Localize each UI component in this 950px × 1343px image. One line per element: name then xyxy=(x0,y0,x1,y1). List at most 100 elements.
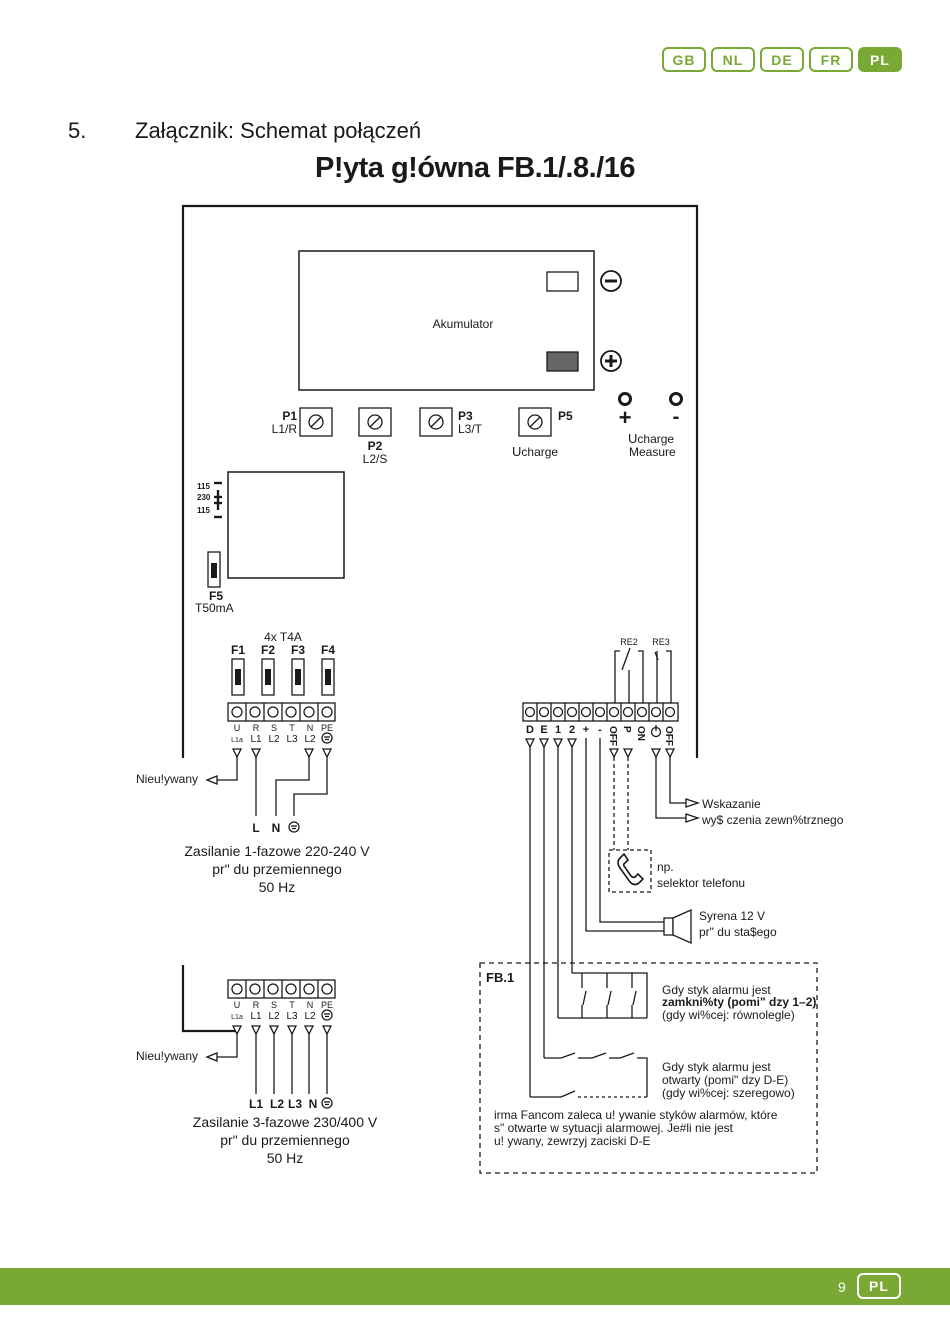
ground-icon xyxy=(321,1009,333,1021)
fb1-label: FB.1 xyxy=(486,970,514,985)
alarm-terminal-block xyxy=(522,702,679,722)
lang-nl[interactable]: NL xyxy=(711,47,755,72)
lang-fr[interactable]: FR xyxy=(809,47,853,72)
supply-3-line-3: 50 Hz xyxy=(267,1150,304,1166)
svg-text:L3: L3 xyxy=(286,734,298,745)
pot-p5-label: P5 xyxy=(558,409,573,423)
svg-text:L2: L2 xyxy=(268,734,280,745)
pot-p2 xyxy=(358,407,392,437)
power-terminal-block-3 xyxy=(227,979,336,999)
fuse-f5 xyxy=(207,551,221,588)
pot-p3-label: P3 xyxy=(458,409,473,423)
svg-text:ON: ON xyxy=(635,726,646,741)
fuse-f2-label: F2 xyxy=(261,643,275,657)
siren-label-2: pr" du sta$ego xyxy=(699,925,777,939)
fb1-note-3: u! ywany, zewrzyj zaciski D-E xyxy=(494,1134,650,1148)
svg-text:PE: PE xyxy=(321,1000,333,1010)
battery-terminal-positive xyxy=(546,351,579,372)
siren-icon xyxy=(663,908,692,945)
fuse-f4-label: F4 xyxy=(321,643,335,657)
section-number: 5. xyxy=(68,118,87,143)
relay-re3-label: RE3 xyxy=(652,637,670,647)
fb1-closed-3: (gdy wi%cej: równolegle) xyxy=(662,1008,795,1022)
minus-circle-icon xyxy=(600,270,622,292)
ucharge-label: Ucharge xyxy=(512,444,558,459)
svg-text:S: S xyxy=(271,723,277,733)
supply-3-line-2: pr" du przemiennego xyxy=(220,1132,350,1148)
measure-ucharge-label: Ucharge xyxy=(628,431,674,446)
measure-terminal-minus xyxy=(669,392,683,406)
lang-de[interactable]: DE xyxy=(760,47,804,72)
phone-icon xyxy=(617,852,645,886)
diagram-title: P!yta g!ówna FB.1/.8./16 xyxy=(315,152,635,184)
voltage-selector-jumper xyxy=(214,481,222,519)
fuse-f5-rating: T50mA xyxy=(195,601,234,615)
power-terminal-labels-1: U R S T N PE L1a L1 L2 L3 L2 xyxy=(231,723,333,745)
lang-pl[interactable]: PL xyxy=(858,47,902,72)
svg-text:D: D xyxy=(526,724,534,736)
supply-3-wire-l1: L1 xyxy=(249,1097,263,1111)
supply-3-wiring xyxy=(205,1025,333,1094)
voltage-115-top: 115 xyxy=(197,482,210,491)
siren-label-1: Syrena 12 V xyxy=(699,909,765,923)
supply-1-line-1: Zasilanie 1-fazowe 220-240 V xyxy=(184,843,370,859)
supply-1-line-2: pr" du przemiennego xyxy=(212,861,342,877)
fb1-closed-1: Gdy styk alarmu jest xyxy=(662,983,771,997)
supply-1-wire-n: N xyxy=(272,821,281,835)
svg-text:OFF: OFF xyxy=(607,726,618,746)
fuse-f3-label: F3 xyxy=(291,643,305,657)
phone-label-2: selektor telefonu xyxy=(657,876,745,890)
svg-text:S: S xyxy=(271,1000,277,1010)
svg-text:L2: L2 xyxy=(268,1011,280,1022)
footer-bar: 9 PL xyxy=(0,1268,950,1305)
svg-text:+: + xyxy=(583,724,589,736)
svg-text:N: N xyxy=(307,723,314,733)
board-outline xyxy=(181,204,699,758)
alarm-contacts-series xyxy=(530,1052,648,1098)
board-corner-3phase xyxy=(181,965,239,1033)
power-symbol-icon xyxy=(650,725,662,738)
phone-selector-box xyxy=(608,849,652,893)
voltage-115-bottom: 115 xyxy=(197,506,210,515)
fuse-f1-label: F1 xyxy=(231,643,245,657)
section-heading: 5.Załącznik: Schemat połączeń xyxy=(68,118,421,144)
alarm-contacts-parallel xyxy=(558,972,648,1019)
svg-text:L2: L2 xyxy=(304,1011,316,1022)
svg-text:-: - xyxy=(598,724,602,736)
relay-re2-label: RE2 xyxy=(620,637,638,647)
pot-p3 xyxy=(419,407,453,437)
power-terminal-block-1 xyxy=(227,702,336,722)
footer-language-badge: PL xyxy=(857,1273,901,1299)
ground-icon xyxy=(321,1097,333,1109)
phone-label-1: np. xyxy=(657,860,674,874)
measure-terminal-plus xyxy=(618,392,632,406)
battery-terminal-negative xyxy=(546,271,579,292)
supply-3-wire-n: N xyxy=(309,1097,318,1111)
svg-text:L2: L2 xyxy=(304,734,316,745)
supply-1-unused: Nieu!ywany xyxy=(136,772,198,786)
svg-text:2: 2 xyxy=(569,724,575,736)
svg-text:T: T xyxy=(289,723,295,733)
measure-label: Measure xyxy=(629,445,676,459)
svg-text:OFF: OFF xyxy=(663,726,674,746)
fb1-open-1: Gdy styk alarmu jest xyxy=(662,1060,771,1074)
fb1-open-2: otwarty (pomi" dzy D-E) xyxy=(662,1073,788,1087)
supply-3-wire-l2: L2 xyxy=(270,1097,284,1111)
ground-icon xyxy=(288,821,300,833)
supply-1-wiring xyxy=(205,748,333,816)
svg-text:P: P xyxy=(621,726,632,733)
lang-gb[interactable]: GB xyxy=(662,47,706,72)
svg-text:1: 1 xyxy=(555,724,561,736)
svg-text:N: N xyxy=(307,1000,314,1010)
fb1-closed-2: zamkni%ty (pomi" dzy 1–2) xyxy=(662,995,816,1009)
supply-3-wire-l3: L3 xyxy=(288,1097,302,1111)
battery-box xyxy=(298,250,595,391)
svg-text:T: T xyxy=(289,1000,295,1010)
svg-text:L1: L1 xyxy=(250,1011,262,1022)
power-terminal-labels-3: U R S T N PE L1a L1 L2 L3 L2 xyxy=(231,1000,333,1022)
supply-3-unused: Nieu!ywany xyxy=(136,1049,198,1063)
transformer-box xyxy=(227,471,345,579)
plus-circle-icon xyxy=(600,350,622,372)
svg-text:PE: PE xyxy=(321,723,333,733)
fuses-group-label: 4x T4A xyxy=(264,630,302,644)
